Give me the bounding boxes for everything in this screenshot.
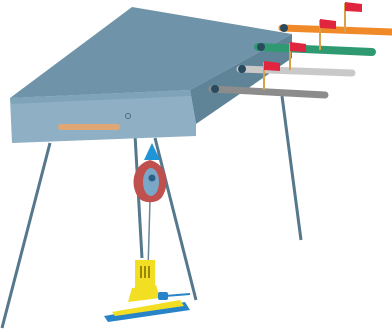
rod-green [258,47,372,52]
socket-1 [280,24,288,32]
top-flag-cloth [345,2,362,12]
third-flag [290,42,306,70]
rod-orange [282,28,392,32]
drawer-handle [58,124,120,130]
third-flag-cloth [290,42,306,52]
socket-4 [211,85,219,93]
pendulum-core [143,168,159,196]
front-left-leg [2,143,50,328]
second-flag-cloth [320,19,336,29]
pendulum-eye [149,175,156,182]
front-right-leg [155,138,196,300]
socket-3 [238,65,246,73]
rod-light-gray [240,69,352,73]
socket-2 [257,43,265,51]
second-flag [320,19,336,50]
stand-arm [165,294,190,296]
pendulum-string [148,200,150,270]
stand-base [104,260,190,322]
back-right-leg [282,96,301,240]
